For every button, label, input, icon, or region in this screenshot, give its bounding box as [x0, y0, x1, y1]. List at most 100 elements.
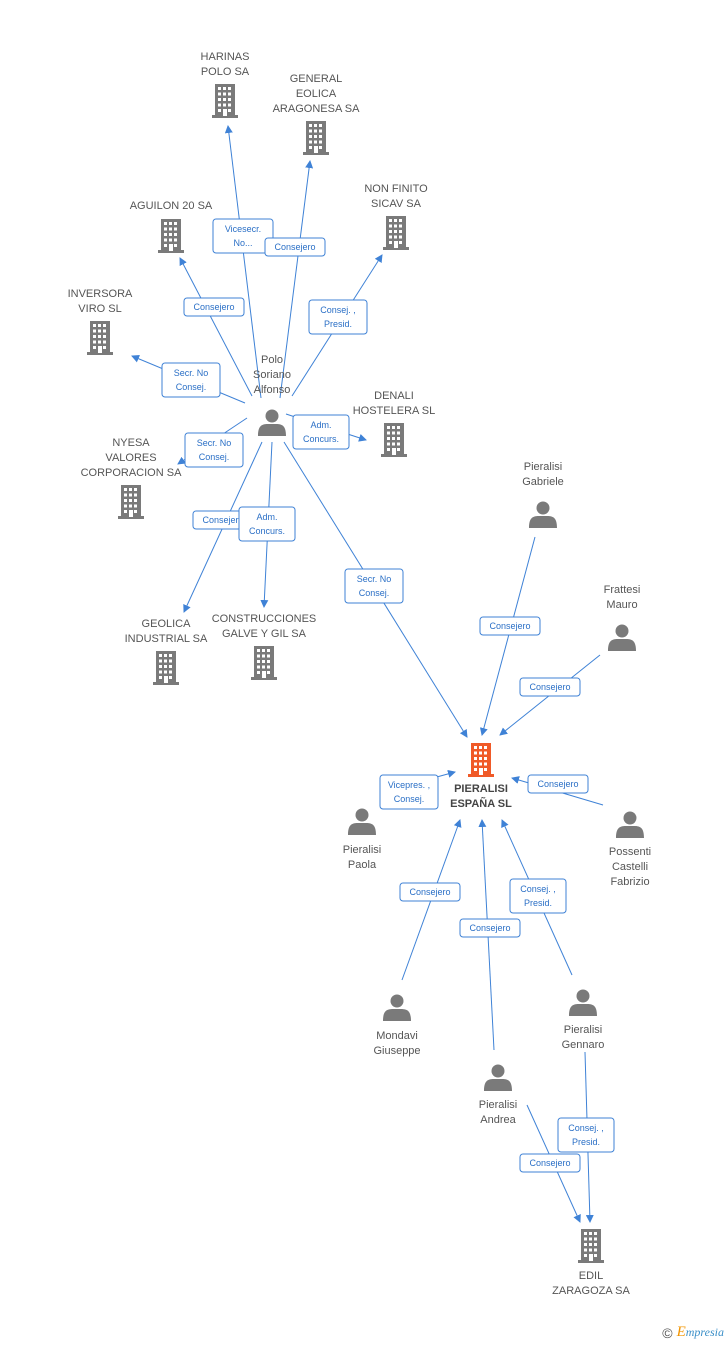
person-icon	[529, 501, 557, 528]
person-icon	[258, 409, 286, 436]
edge-label-box	[212, 218, 274, 254]
building-icon	[383, 216, 409, 250]
building-icon	[212, 84, 238, 118]
node-label-line: Andrea	[480, 1114, 516, 1126]
empresia-logo[interactable]: Empresia	[676, 1324, 724, 1340]
edge-label-polo-to-harinas[interactable]: Vicesecr.No...	[212, 218, 274, 254]
edge-label-andrea-to-pieralisi_esp[interactable]: Consejero	[459, 918, 521, 938]
node-label-line: GALVE Y GIL SA	[222, 628, 307, 640]
person-icon	[383, 994, 411, 1021]
node-label-line: Pieralisi	[479, 1099, 518, 1111]
edge-label-gennaro-to-edil[interactable]: Consej. ,Presid.	[557, 1117, 615, 1153]
edge-label-text: Consejero	[193, 302, 234, 312]
edge-label-text: Concurs.	[249, 526, 285, 536]
node-label-line: Pieralisi	[524, 461, 563, 473]
edge-label-text: Consejero	[489, 621, 530, 631]
edge-label-text: Adm.	[256, 512, 277, 522]
edge-label-text: Vicepres. ,	[388, 780, 430, 790]
building-icon	[578, 1229, 604, 1263]
node-label-line: NYESA	[112, 437, 150, 449]
node-label-line: POLO SA	[201, 66, 250, 78]
edge-label-box	[161, 362, 221, 398]
node-label-line: GENERAL	[290, 73, 343, 85]
nodes-layer: HARINAS POLO SA GENERAL EOLICA ARAGONESA SA A…	[68, 51, 652, 1297]
node-label-line: Polo	[261, 354, 283, 366]
edge-label-text: Presid.	[524, 898, 552, 908]
edge-label-text: No...	[233, 238, 252, 248]
edge-label-box	[238, 506, 296, 542]
node-label-line: DENALI	[374, 390, 414, 402]
edge-label-box	[459, 918, 521, 938]
edge-label-box	[509, 878, 567, 914]
edge-label-polo-to-aguilon[interactable]: Consejero	[183, 297, 245, 317]
node-label-line: GEOLICA	[142, 618, 192, 630]
node-label-line: ARAGONESA SA	[273, 103, 360, 115]
edge-label-box	[183, 297, 245, 317]
node-construcciones[interactable]: CONSTRUCCIONES GALVE Y GIL SA	[212, 613, 317, 680]
edge-label-andrea-to-edil[interactable]: Consejero	[519, 1153, 581, 1173]
edge-label-text: Adm.	[310, 420, 331, 430]
node-label-line: CONSTRUCCIONES	[212, 613, 317, 625]
node-label-line: NON FINITO	[364, 183, 428, 195]
footer-brand: © Empresia	[662, 1324, 724, 1341]
node-label-line: EOLICA	[296, 88, 337, 100]
person-icon	[348, 808, 376, 835]
node-aguilon[interactable]: AGUILON 20 SA	[130, 200, 213, 253]
edge-label-gennaro-to-pieralisi_esp[interactable]: Consej. ,Presid.	[509, 878, 567, 914]
edge-label-gabriele-to-pieralisi_esp[interactable]: Consejero	[479, 616, 541, 636]
edge-label-paola-to-pieralisi_esp[interactable]: Vicepres. ,Consej.	[379, 774, 439, 810]
node-label-line: Soriano	[253, 369, 291, 381]
edge-polo-to-aguilon	[179, 257, 253, 397]
node-label-line: VALORES	[105, 452, 156, 464]
edge-label-polo-to-nonfinito[interactable]: Consej. ,Presid.	[308, 299, 368, 335]
edge-label-text: Presid.	[572, 1137, 600, 1147]
edge-label-polo-to-denali[interactable]: Adm. Concurs.	[292, 414, 350, 450]
edge-label-frattesi-to-pieralisi_esp[interactable]: Consejero	[519, 677, 581, 697]
building-icon	[87, 321, 113, 355]
edge-label-box	[399, 882, 461, 902]
node-label-line: HARINAS	[201, 51, 250, 63]
edge-label-polo-to-general[interactable]: Consejero	[264, 237, 326, 257]
edge-label-text: Consejero	[537, 779, 578, 789]
edge-label-text: Secr. No	[197, 438, 232, 448]
building-icon	[153, 651, 179, 685]
edge-label-text: Consejero	[274, 242, 315, 252]
building-icon	[468, 743, 494, 777]
edge-label-text: Presid.	[324, 319, 352, 329]
node-label-line: Fabrizio	[610, 876, 649, 888]
edge-label-polo-to-construcciones[interactable]: Adm. Concurs.	[238, 506, 296, 542]
edge-label-text: Concurs.	[303, 434, 339, 444]
edge-label-box	[344, 568, 404, 604]
edge-label-text: Consejero	[469, 923, 510, 933]
building-icon	[251, 646, 277, 680]
node-general[interactable]: GENERAL EOLICA ARAGONESA SA	[273, 73, 360, 155]
edge-label-box	[292, 414, 350, 450]
building-icon	[303, 121, 329, 155]
building-icon	[381, 423, 407, 457]
edge-label-possenti-to-pieralisi_esp[interactable]: Consejero	[527, 774, 589, 794]
node-label-line: VIRO SL	[78, 303, 121, 315]
node-harinas[interactable]: HARINAS POLO SA	[201, 51, 250, 118]
node-label-line: ZARAGOZA SA	[552, 1285, 630, 1297]
building-icon	[118, 485, 144, 519]
edge-label-box	[308, 299, 368, 335]
edge-label-mondavi-to-pieralisi_esp[interactable]: Consejero	[399, 882, 461, 902]
